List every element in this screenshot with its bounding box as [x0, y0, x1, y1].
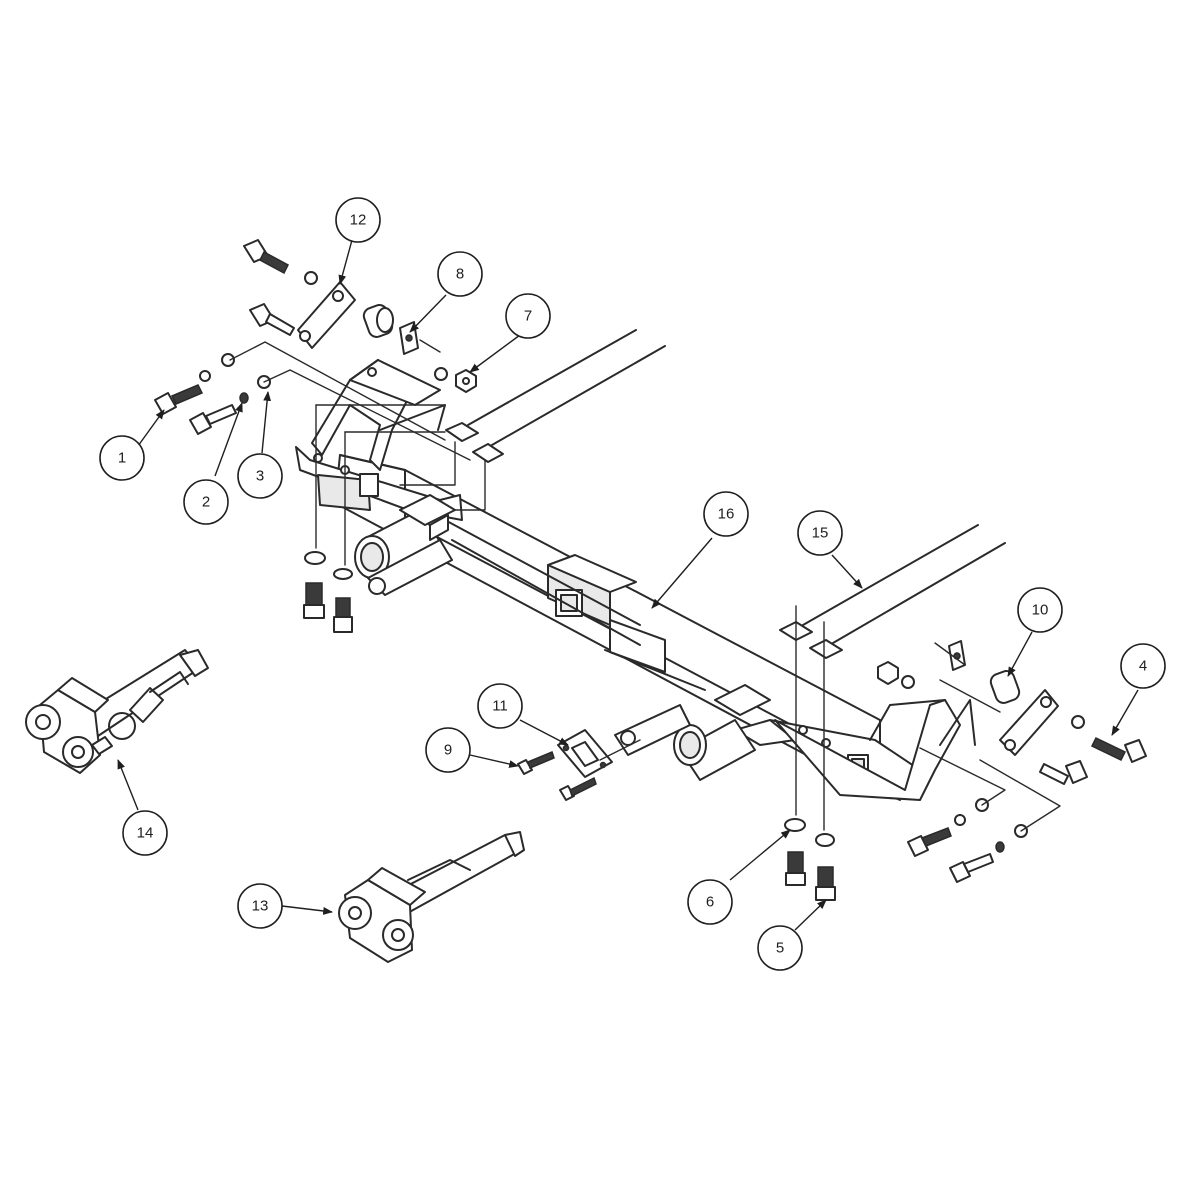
callout-2: 2	[183, 479, 229, 525]
callout-number: 1	[118, 450, 126, 467]
right-hardware	[784, 640, 1147, 901]
callout-5: 5	[757, 925, 803, 971]
callout-number: 11	[492, 698, 508, 715]
callout-3: 3	[237, 453, 283, 499]
tow-bracket-13	[338, 831, 525, 963]
callout-16: 16	[703, 491, 749, 537]
callout-leaders	[117, 239, 1139, 931]
callout-8: 8	[437, 251, 483, 297]
callout-6: 6	[687, 879, 733, 925]
callout-number: 16	[718, 506, 735, 523]
callout-number: 12	[350, 212, 367, 229]
callout-15: 15	[797, 510, 843, 556]
callout-4: 4	[1120, 643, 1166, 689]
left-upper-bracket	[297, 281, 477, 471]
callout-11: 11	[477, 683, 523, 729]
callout-14: 14	[122, 810, 168, 856]
callout-number: 8	[456, 266, 464, 283]
callout-9: 9	[425, 727, 471, 773]
left-bolts	[154, 239, 353, 633]
left-wire-clips	[445, 329, 666, 463]
callout-number: 13	[252, 898, 269, 915]
callout-number: 3	[256, 468, 264, 485]
callout-1: 1	[99, 435, 145, 481]
callout-number: 2	[202, 494, 210, 511]
callout-number: 10	[1032, 602, 1049, 619]
callout-number: 14	[137, 825, 154, 842]
tow-bracket-14	[25, 649, 209, 774]
callout-12: 12	[335, 197, 381, 243]
callout-number: 4	[1139, 658, 1147, 675]
assembly-lines	[229, 341, 1061, 832]
callout-number: 9	[444, 742, 452, 759]
callout-7: 7	[505, 293, 551, 339]
callout-number: 6	[706, 894, 714, 911]
callout-number: 7	[524, 308, 532, 325]
plate-and-screws	[517, 729, 641, 801]
callout-number: 5	[776, 940, 784, 957]
callout-13: 13	[237, 883, 283, 929]
callout-10: 10	[1017, 587, 1063, 633]
crossbar-assembly	[295, 446, 976, 801]
callout-number: 15	[812, 525, 829, 542]
